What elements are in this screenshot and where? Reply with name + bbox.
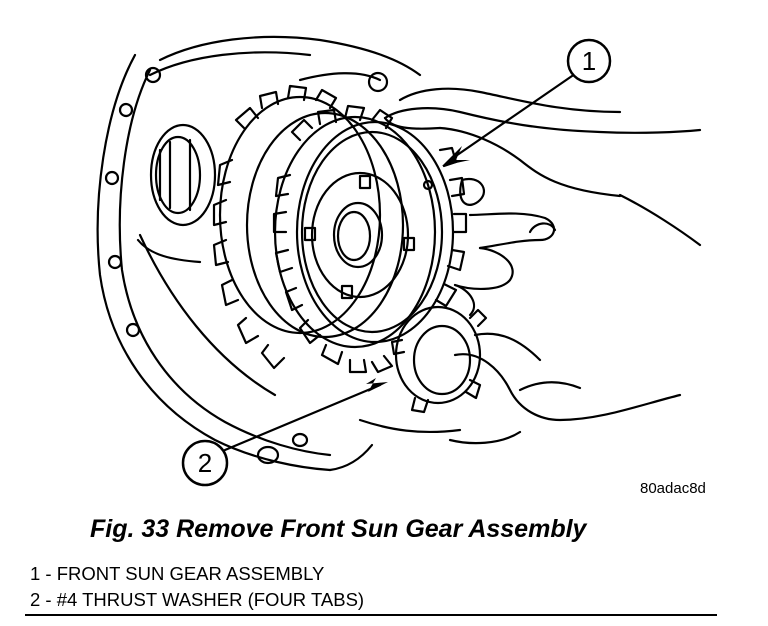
figure-caption: Fig. 33 Remove Front Sun Gear Assembly [90, 515, 587, 543]
leader-lines [223, 74, 574, 452]
callout-2-number: 2 [198, 448, 212, 478]
callout-1-arrowhead [442, 146, 470, 166]
callout-2: 2 [181, 439, 229, 487]
transmission-housing [96, 35, 462, 472]
callout-1-number: 1 [582, 46, 596, 76]
callout-1: 1 [566, 38, 612, 84]
technical-illustration: 1 2 [96, 35, 702, 487]
hands [383, 87, 702, 445]
legend-item-1: 1 - FRONT SUN GEAR ASSEMBLY [30, 563, 325, 584]
thrust-washer [390, 305, 488, 414]
sun-gear-drum [212, 84, 468, 374]
callout-2-arrowhead [366, 378, 388, 392]
image-code: 80adac8d [640, 480, 706, 497]
bottom-rule [25, 614, 717, 616]
legend-item-2: 2 - #4 THRUST WASHER (FOUR TABS) [30, 589, 365, 610]
